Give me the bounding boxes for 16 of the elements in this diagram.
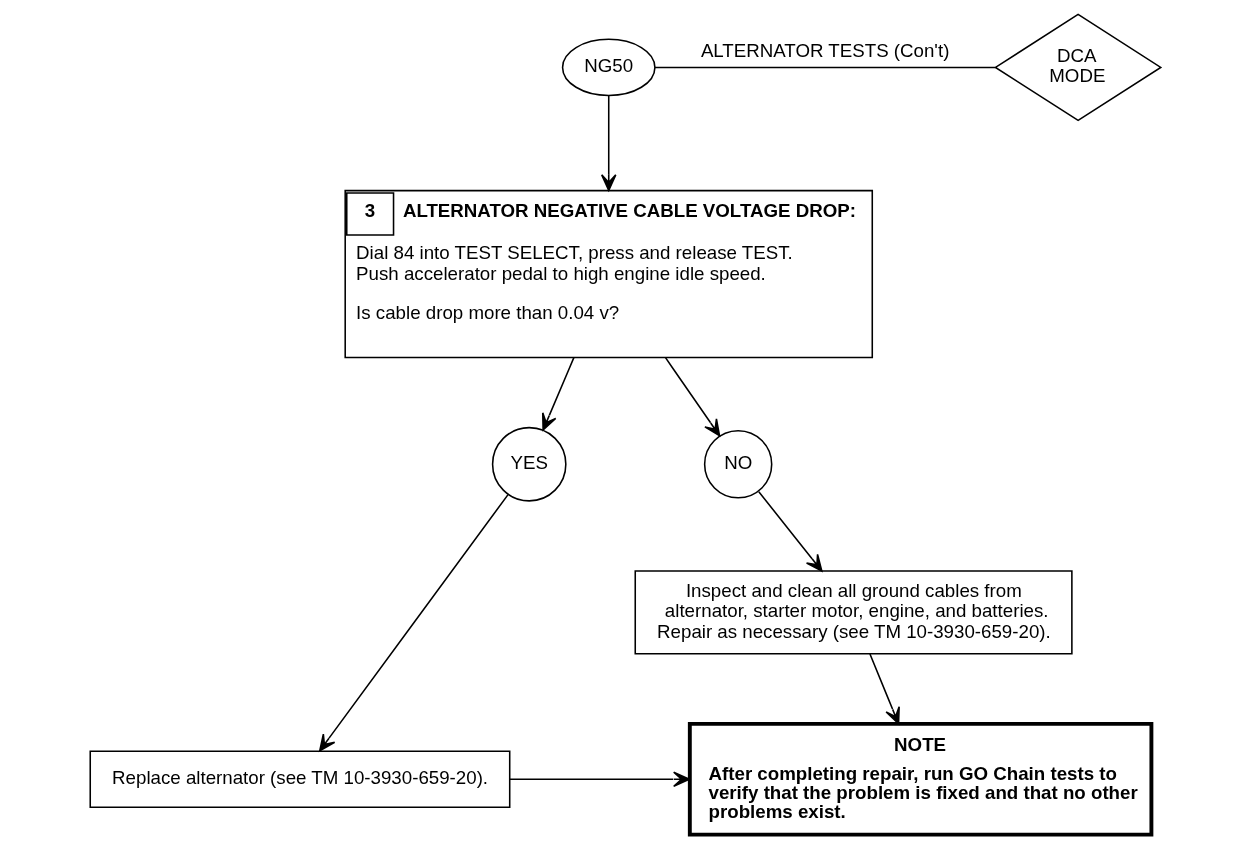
arrow xyxy=(869,653,900,725)
node-circle: NO xyxy=(703,429,773,499)
node-box: Replace alternator (see TM 10-3930-659-20). xyxy=(89,750,511,809)
edge-label: ALTERNATOR TESTS (Con't) xyxy=(700,40,950,62)
arrow xyxy=(542,356,575,431)
node-box: NOTE After completing repair, run GO Chain tests to verify that the problem is fixed and that no other problems exist. xyxy=(687,721,1154,837)
arrow xyxy=(509,771,691,788)
arrow xyxy=(319,493,509,752)
arrow xyxy=(600,94,617,192)
connector xyxy=(654,66,997,69)
node-circle: YES xyxy=(491,426,567,502)
arrow xyxy=(664,356,721,437)
node-diamond: DCA MODE xyxy=(994,13,1163,122)
node-box: Inspect and clean all ground cables from alternator, starter motor, engine, and batteries. Repair as necessary (see TM 10-3930-659-20). xyxy=(634,570,1073,655)
arrow xyxy=(758,490,823,572)
node-ellipse: NG50 xyxy=(561,38,656,97)
